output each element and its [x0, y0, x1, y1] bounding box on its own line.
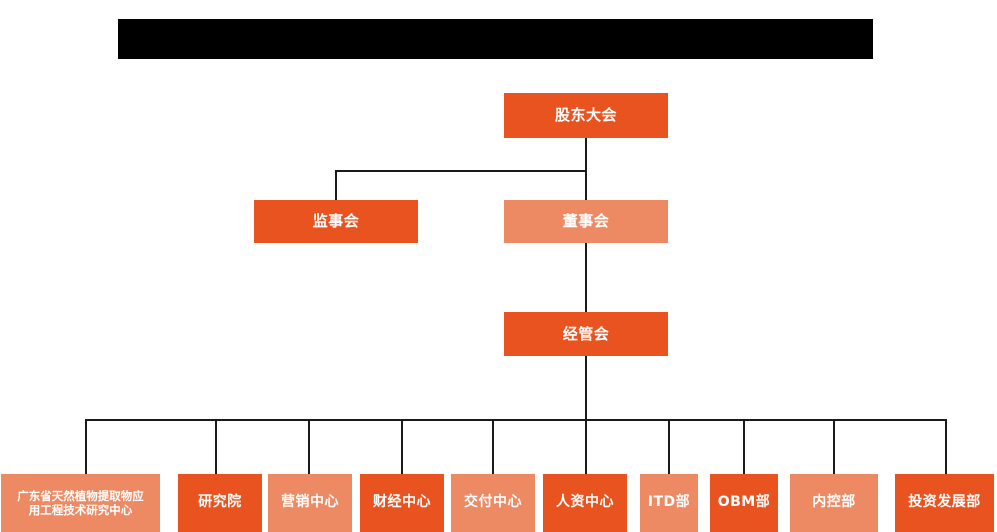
- node-directors[interactable]: 董事会: [504, 200, 668, 243]
- connector-drop-marketing-center: [308, 419, 310, 474]
- node-gd-center-line2: 用工程技术研究中心: [28, 503, 133, 517]
- connector-management-down: [585, 356, 587, 420]
- connector-shareholders-down: [585, 138, 587, 171]
- node-hr-center[interactable]: 人资中心: [543, 474, 627, 532]
- node-management[interactable]: 经管会: [504, 312, 668, 356]
- connector-drop-internal-control-dept: [833, 419, 835, 474]
- connector-to-supervisors: [335, 170, 337, 201]
- redacted-title-bar: [118, 19, 873, 59]
- connector-directors-to-management: [585, 243, 587, 312]
- node-gd-center-line1: 广东省天然植物提取物应: [17, 488, 144, 503]
- connector-department-bus: [85, 419, 946, 421]
- node-gd-center[interactable]: 广东省天然植物提取物应 用工程技术研究中心: [1, 474, 160, 532]
- node-shareholders[interactable]: 股东大会: [504, 93, 668, 138]
- connector-drop-hr-center: [585, 419, 587, 474]
- node-finance-center[interactable]: 财经中心: [360, 474, 444, 532]
- node-internal-control-dept[interactable]: 内控部: [790, 474, 878, 532]
- node-investment-development-dept[interactable]: 投资发展部: [895, 474, 994, 532]
- node-itd-dept[interactable]: ITD部: [640, 474, 698, 532]
- connector-drop-gd-center: [85, 419, 87, 474]
- connector-to-directors: [585, 170, 587, 201]
- node-supervisors[interactable]: 监事会: [254, 200, 418, 243]
- connector-drop-obm-dept: [743, 419, 745, 474]
- node-marketing-center[interactable]: 营销中心: [268, 474, 352, 532]
- connector-drop-finance-center: [401, 419, 403, 474]
- connector-drop-delivery-center: [492, 419, 494, 474]
- connector-drop-research-institute: [215, 419, 217, 474]
- node-delivery-center[interactable]: 交付中心: [451, 474, 535, 532]
- connector-drop-itd-dept: [668, 419, 670, 474]
- connector-drop-investment-development-dept: [945, 419, 947, 474]
- node-obm-dept[interactable]: OBM部: [710, 474, 778, 532]
- node-research-institute[interactable]: 研究院: [178, 474, 262, 532]
- connector-level2-bus: [335, 170, 587, 172]
